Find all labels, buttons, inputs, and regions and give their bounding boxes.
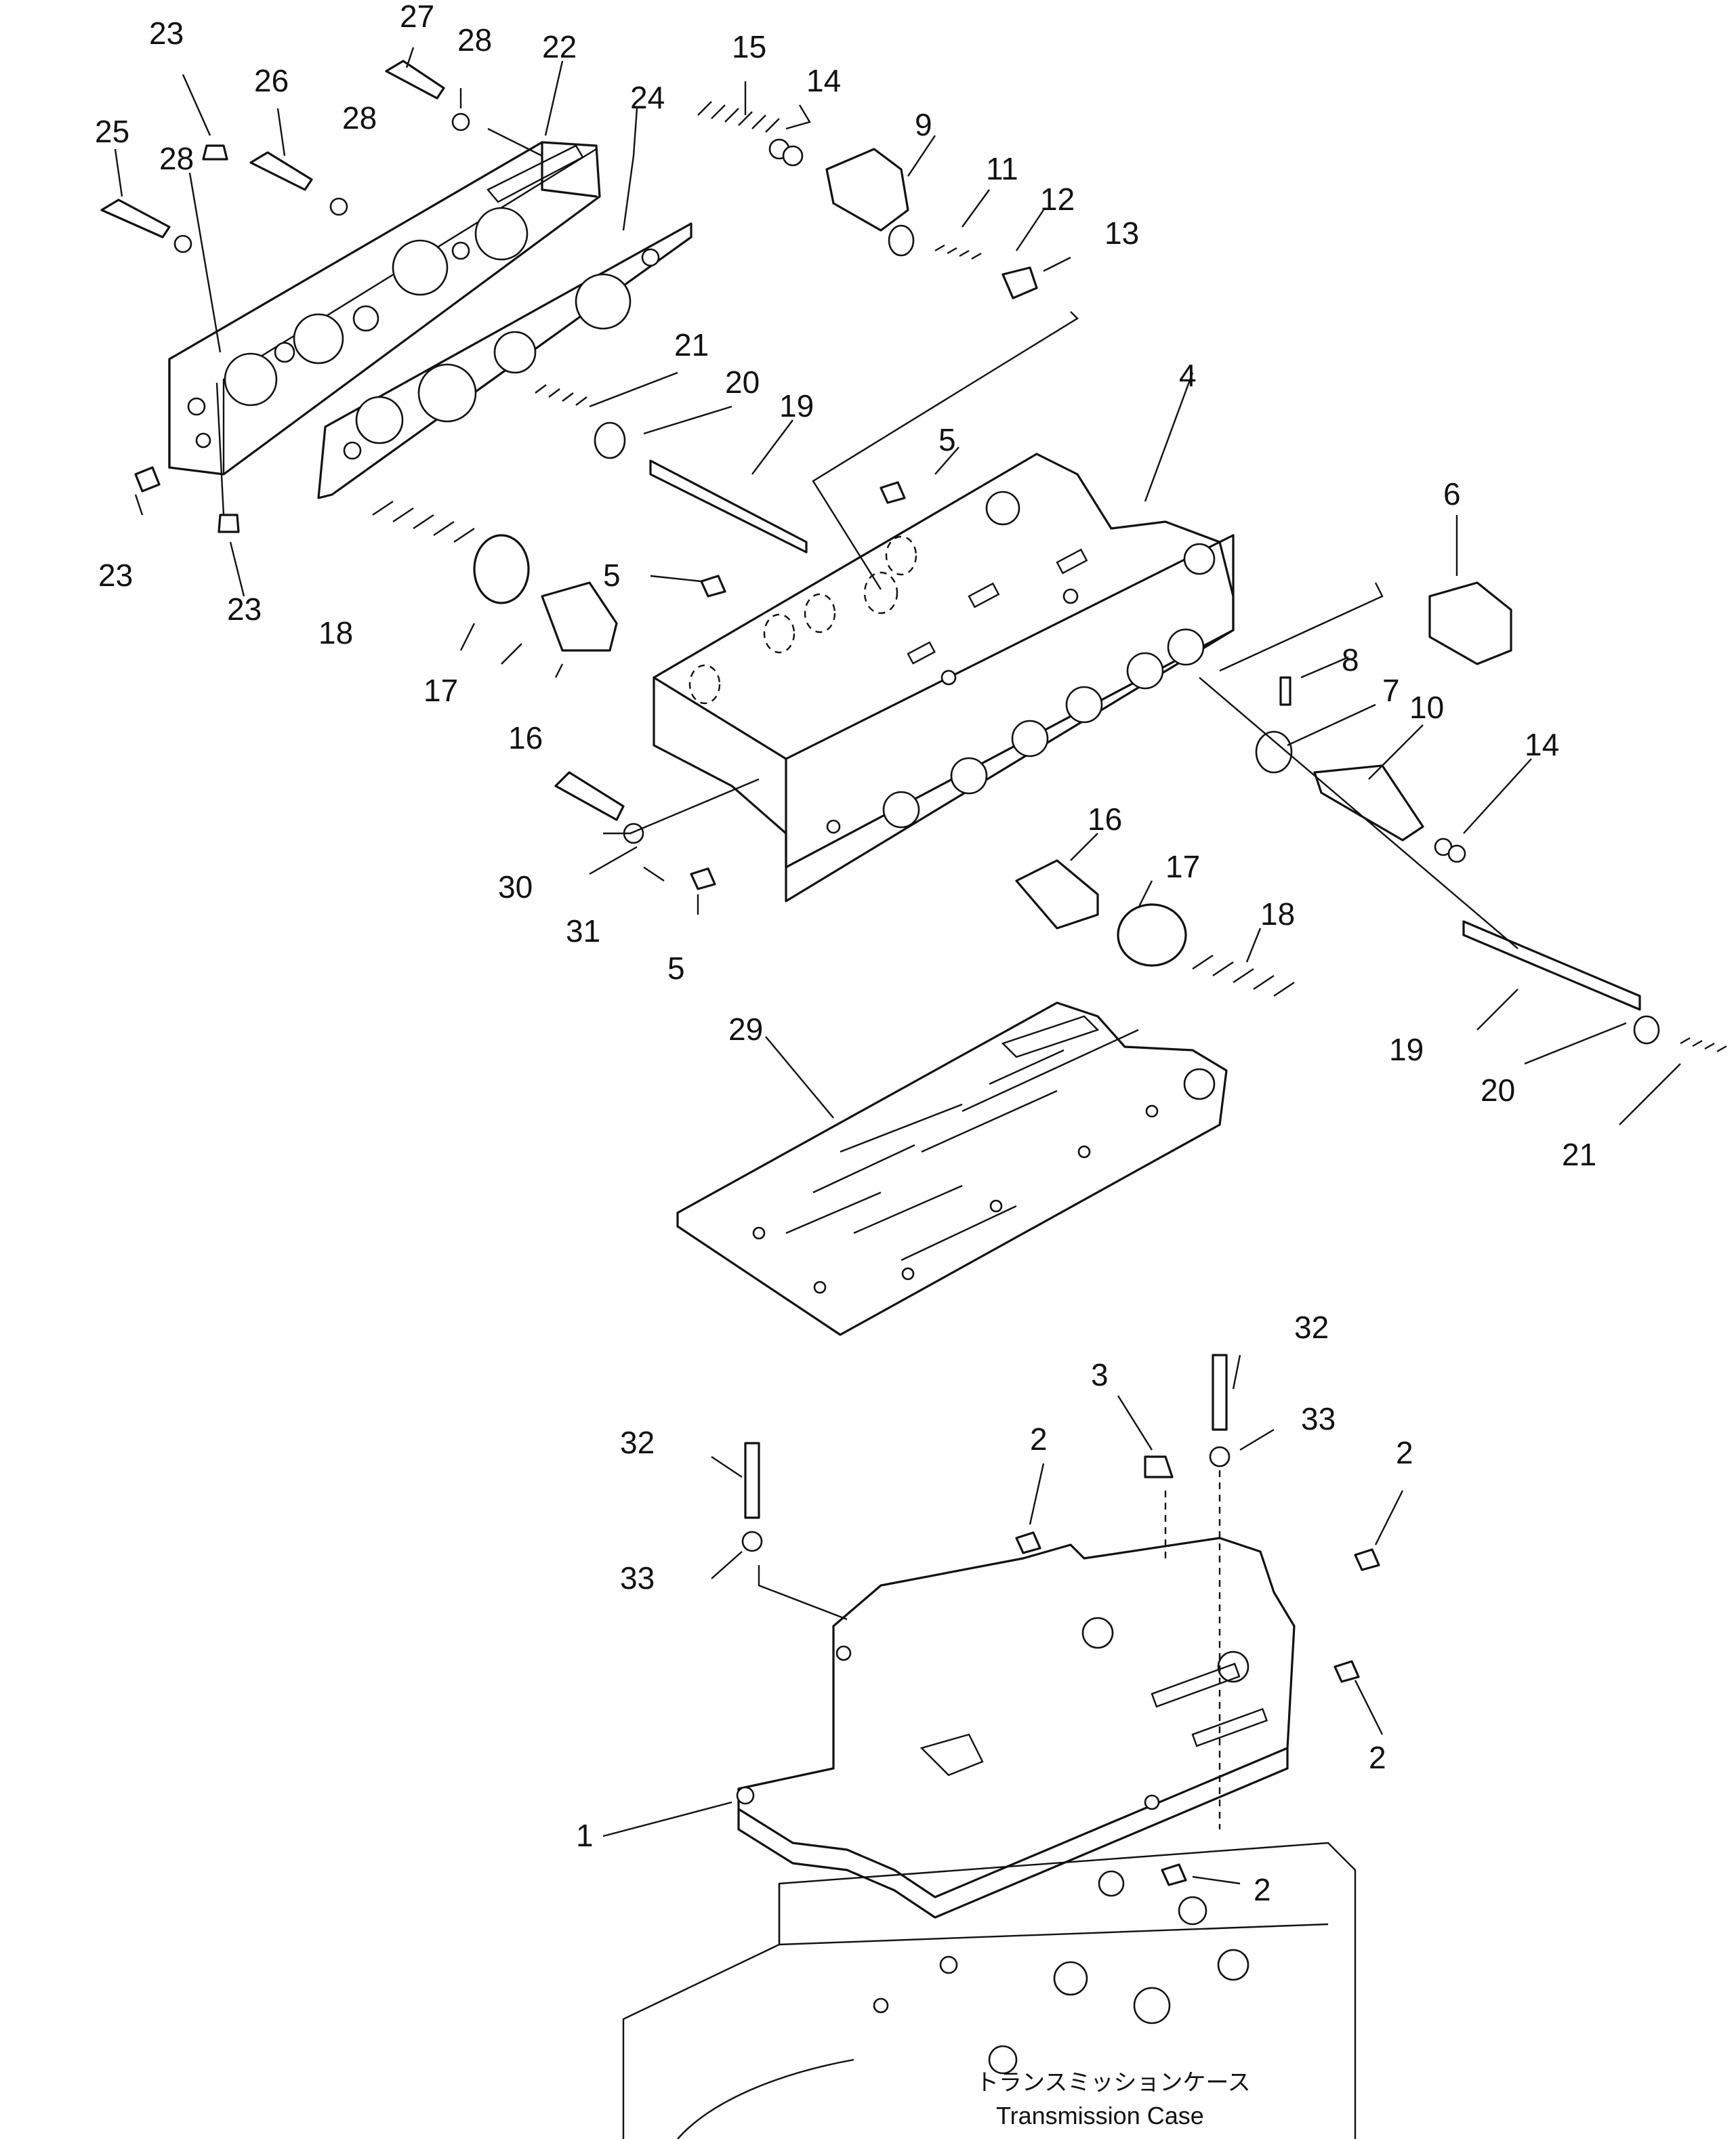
callout-18: 18 xyxy=(1260,896,1295,932)
callout-26: 26 xyxy=(254,63,289,98)
callout-5: 5 xyxy=(938,422,956,457)
callout-27: 27 xyxy=(400,0,434,34)
callout-23: 23 xyxy=(98,558,133,593)
part-1-lower-valve-body xyxy=(736,1537,1296,1919)
part-22-end-cover xyxy=(168,141,601,476)
callout-14: 14 xyxy=(806,63,841,98)
callout-2: 2 xyxy=(1369,1740,1386,1775)
callout-20: 20 xyxy=(1481,1073,1515,1108)
caption-english: Transmission Case xyxy=(996,2102,1204,2130)
callout-16: 16 xyxy=(508,720,543,755)
callout-5: 5 xyxy=(667,951,685,986)
callout-31: 31 xyxy=(566,913,600,949)
callout-21: 21 xyxy=(674,327,709,362)
callout-13: 13 xyxy=(1104,215,1139,251)
transmission-case xyxy=(622,1842,1357,2139)
callout-22: 22 xyxy=(542,29,577,64)
callout-33: 33 xyxy=(620,1560,655,1596)
callout-6: 6 xyxy=(1443,476,1461,512)
callout-1: 1 xyxy=(576,1818,594,1853)
callout-32: 32 xyxy=(620,1425,655,1460)
callout-16: 16 xyxy=(1088,802,1122,837)
callout-21: 21 xyxy=(1562,1137,1596,1172)
callout-17: 17 xyxy=(423,673,458,708)
callout-25: 25 xyxy=(95,114,129,149)
callout-2: 2 xyxy=(1396,1435,1413,1470)
part-4-valve-body xyxy=(653,453,1235,902)
callout-4: 4 xyxy=(1179,358,1197,393)
caption-japanese: トランスミッションケース xyxy=(976,2069,1251,2096)
leader-lines xyxy=(114,47,1681,1885)
callout-8: 8 xyxy=(1342,642,1359,678)
callout-2: 2 xyxy=(1030,1421,1048,1457)
callout-28: 28 xyxy=(342,100,377,136)
caption: トランスミッションケース Transmission Case xyxy=(976,2069,1251,2130)
part-24-gasket xyxy=(317,222,693,499)
callout-10: 10 xyxy=(1409,690,1444,725)
callout-32: 32 xyxy=(1294,1310,1329,1345)
callout-29: 29 xyxy=(728,1012,763,1047)
callout-labels: 1 2 2 2 2 3 4 5 5 5 6 7 8 9 10 11 12 13 … xyxy=(95,0,1596,1907)
callout-18: 18 xyxy=(318,615,353,650)
callout-30: 30 xyxy=(498,869,533,905)
callout-9: 9 xyxy=(915,107,932,142)
callout-3: 3 xyxy=(1091,1357,1109,1392)
callout-19: 19 xyxy=(779,388,814,423)
callout-24: 24 xyxy=(630,80,665,115)
small-parts xyxy=(100,60,1727,1886)
callout-12: 12 xyxy=(1040,182,1075,217)
callout-20: 20 xyxy=(725,365,760,400)
part-29-separator-plate xyxy=(676,1001,1228,1336)
callout-15: 15 xyxy=(732,29,766,64)
callout-28: 28 xyxy=(457,22,492,58)
callout-19: 19 xyxy=(1389,1032,1424,1067)
callout-17: 17 xyxy=(1165,849,1200,884)
callout-33: 33 xyxy=(1301,1401,1336,1436)
callout-28: 28 xyxy=(159,141,194,176)
callout-23: 23 xyxy=(149,16,184,51)
callout-11: 11 xyxy=(986,151,1018,186)
callout-7: 7 xyxy=(1382,673,1400,708)
callout-23: 23 xyxy=(227,591,262,627)
callout-2: 2 xyxy=(1254,1872,1271,1907)
callout-14: 14 xyxy=(1525,727,1559,762)
callout-5: 5 xyxy=(603,558,621,593)
